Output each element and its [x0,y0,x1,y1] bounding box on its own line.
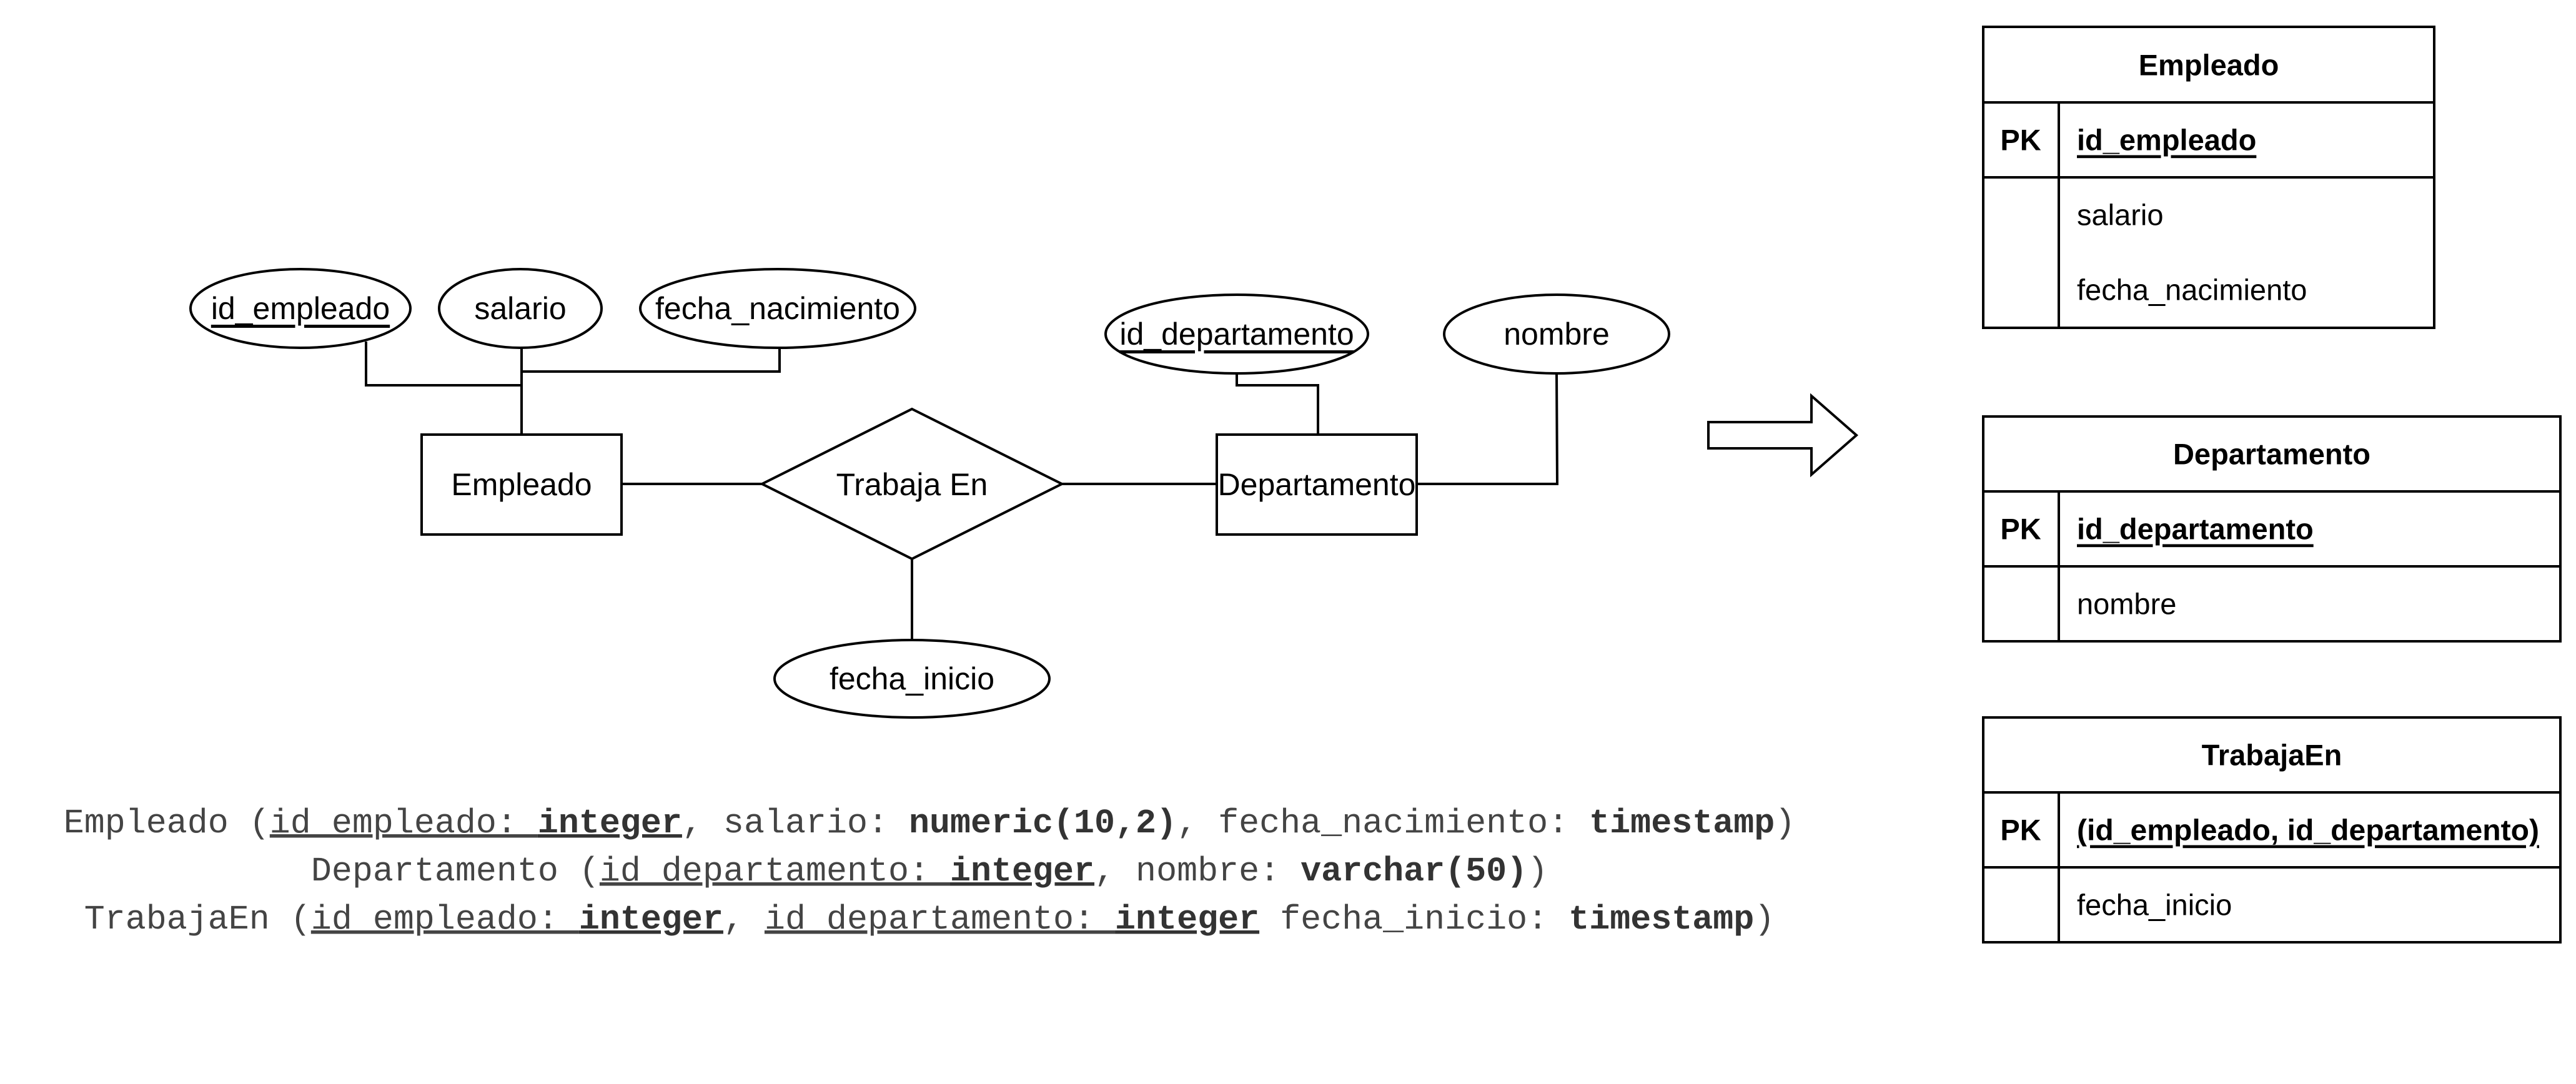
table-pk-field: (id_empleado, id_departamento) [2077,814,2539,847]
attribute-label: fecha_inicio [830,661,994,696]
attribute-id-departamento: id_departamento [1104,293,1369,375]
entity-label: Departamento [1218,467,1416,502]
table-field: salario [2077,199,2163,232]
er-connectors [365,342,1559,640]
entity-empleado: Empleado [420,433,623,536]
schema-line-empleado: Empleado (id_empleado: integer, salario:… [64,804,1796,843]
table-title: Departamento [2173,438,2370,471]
table-pk-field: id_departamento [2077,513,2314,546]
attribute-id-empleado: id_empleado [189,268,412,349]
table-field: fecha_inicio [2077,889,2232,922]
attribute-label: id_empleado [211,291,390,326]
connector-id-empleado [365,342,523,433]
schema-line-departamento: Departamento (id_departamento: integer, … [311,852,1548,891]
attribute-fecha-nacimiento: fecha_nacimiento [639,268,916,349]
attribute-nombre: nombre [1443,293,1670,375]
entity-departamento: Departamento [1216,433,1418,536]
table-pk-field: id_empleado [2077,124,2256,157]
attribute-label: salario [474,291,566,326]
relational-schema: Empleado (id_empleado: integer, salario:… [64,804,1796,939]
table-trabajaen: TrabajaEn PK (id_empleado, id_departamen… [1982,716,2562,944]
attribute-label: nombre [1503,317,1610,352]
connector-fecha-nacimiento [522,348,781,373]
table-field: fecha_nacimiento [2077,273,2307,307]
schema-line-trabajaen: TrabajaEn (id_empleado: integer, id_depa… [84,900,1775,939]
pk-label: PK [2000,513,2041,546]
attribute-label: id_departamento [1119,317,1354,352]
table-field: nombre [2077,588,2176,621]
connector-id-departamento [1236,375,1319,433]
pk-label: PK [2000,124,2041,157]
table-departamento: Departamento PK id_departamento nombre [1982,415,2562,643]
table-title: TrabajaEn [2202,739,2342,772]
transform-arrow-icon [1707,393,1859,478]
relationship-trabaja-en: Trabaja En [759,407,1065,561]
pk-label: PK [2000,814,2041,847]
attribute-salario: salario [438,268,603,349]
attribute-fecha-inicio: fecha_inicio [773,639,1051,719]
relationship-label: Trabaja En [836,467,988,502]
connector-nombre [1417,372,1559,485]
table-title: Empleado [2139,49,2279,82]
table-empleado: Empleado PK id_empleado salario fecha_na… [1982,26,2435,329]
er-diagram: id_empleado salario fecha_nacimiento id_… [189,268,1670,719]
attribute-label: fecha_nacimiento [655,291,900,326]
entity-label: Empleado [451,467,592,502]
